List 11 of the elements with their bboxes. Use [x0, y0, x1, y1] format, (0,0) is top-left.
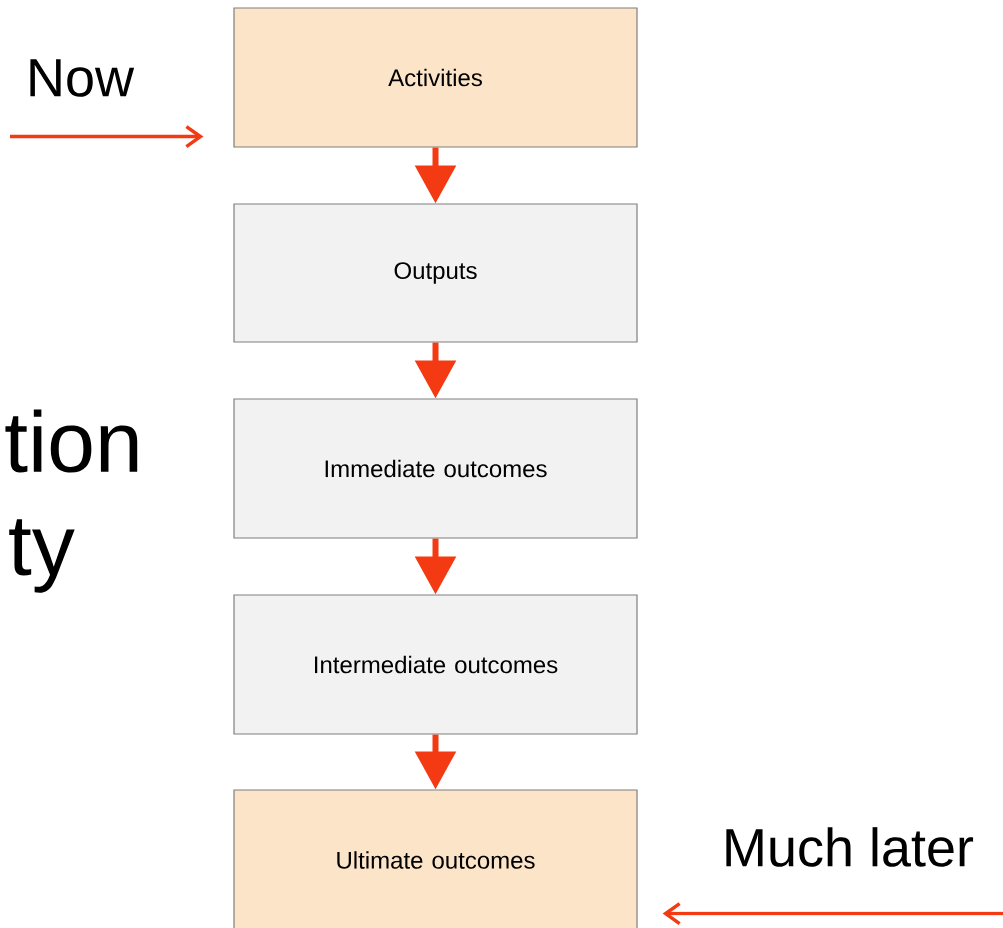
process-box: Ultimate outcomes — [233, 789, 638, 928]
process-box: Activities — [233, 7, 638, 148]
process-box: Immediate outcomes — [233, 398, 638, 539]
title-fragment: tion — [5, 409, 138, 473]
arrow — [662, 902, 1003, 926]
title-fragment: ty — [9, 519, 75, 593]
arrow — [10, 125, 204, 149]
time-label: Much later — [726, 827, 974, 867]
time-label: Now — [30, 59, 135, 97]
process-box: Outputs — [233, 203, 638, 343]
process-box: Intermediate outcomes — [233, 594, 638, 735]
